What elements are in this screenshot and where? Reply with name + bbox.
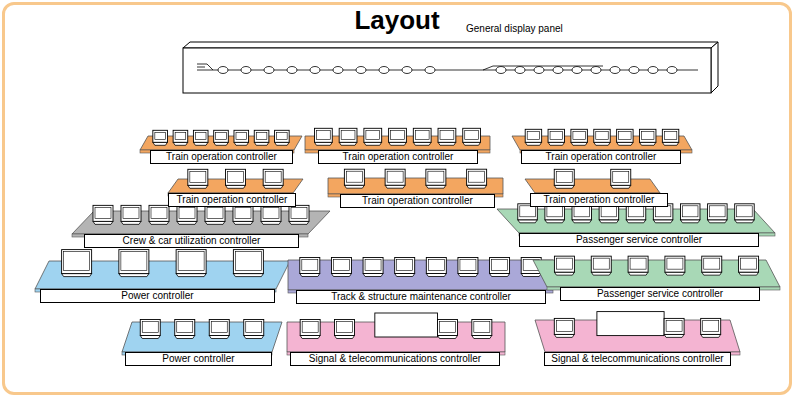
controller-desk: Passenger service controller: [533, 244, 780, 302]
desk-label: Passenger service controller: [519, 233, 759, 247]
controller-desk: Train operation controller: [512, 120, 692, 165]
controller-desk: Train operation controller: [168, 163, 303, 208]
desk-label: Train operation controller: [168, 193, 296, 207]
desk-label: Train operation controller: [340, 194, 495, 208]
controller-desk: Train operation controller: [525, 163, 660, 208]
desk-label: Track & structure maintenance controller: [296, 290, 546, 304]
controller-desk: Power controller: [35, 245, 290, 304]
desk-label: Power controller: [40, 289, 275, 303]
controller-desk: Train operation controller: [328, 162, 503, 209]
desk-label: Crew & car utilization controller: [84, 234, 299, 248]
panel-label: General display panel: [466, 23, 563, 35]
controller-desk: Power controller: [122, 306, 282, 367]
controller-desk: Signal & telecommunications controller: [535, 304, 740, 367]
desk-label: Train operation controller: [530, 193, 668, 207]
desk-label: Train operation controller: [150, 150, 293, 164]
controller-desk: Train operation controller: [305, 120, 490, 165]
page-title: Layout: [0, 5, 794, 35]
desk-label: Signal & telecommunications controller: [544, 352, 731, 366]
desk-label: Signal & telecommunications controller: [290, 352, 500, 366]
controller-desk: Train operation controller: [140, 120, 302, 165]
display-panel: General display panel: [183, 20, 719, 96]
desk-label: Power controller: [125, 352, 272, 366]
controller-desk: Signal & telecommunications controller: [287, 306, 505, 367]
controller-desk: Track & structure maintenance controller: [288, 244, 553, 305]
desk-label: Train operation controller: [521, 150, 681, 164]
desk-label: Train operation controller: [318, 150, 478, 164]
desk-label: Passenger service controller: [560, 287, 760, 301]
display-panel-drawing: [183, 20, 719, 96]
